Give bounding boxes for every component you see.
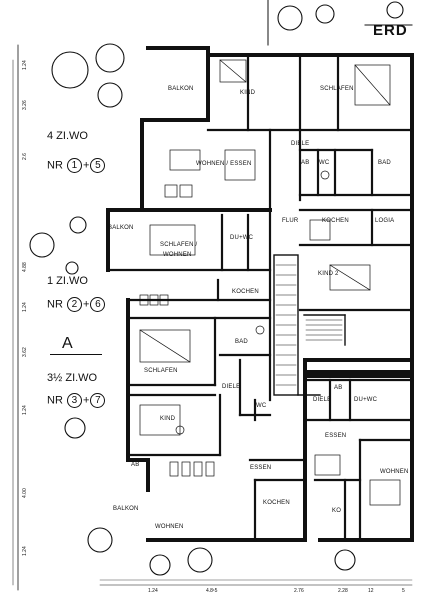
room-label: DU+WC [354,397,378,403]
room-label: WC [319,160,330,166]
unit-b-numbers: NR 2+6 [47,297,106,312]
room-label: ESSEN [325,433,347,439]
room-label: KO [332,508,342,514]
dimension-label: 1.24 [22,60,28,70]
unit-c-type: 3½ ZI.WO [47,372,98,384]
unit-a-numbers: NR 1+5 [47,158,106,173]
room-label: AB [131,462,140,468]
room-label: SCHLAFEN [144,368,178,374]
dimension-label: 1.24 [148,588,158,594]
dimension-label: 4.88 [22,262,28,272]
section-label: A [62,335,73,352]
room-label: BAD [235,339,248,345]
dimension-label: 2.6 [22,153,28,160]
unit-c-numbers: NR 3+7 [47,393,106,408]
room-label: WOHNEN [155,524,184,530]
plus-sign: + [82,298,90,311]
unit-number-badge: 2 [66,297,82,312]
room-label: WOHNEN / ESSEN [196,161,252,167]
room-label: KIND [160,416,176,422]
unit-number-badge: 1 [66,158,82,173]
room-label: BAD [378,160,391,166]
room-label: WOHNEN [163,252,192,258]
unit-number-badge: 6 [90,297,106,312]
room-label: WOHNEN [380,469,409,475]
dimension-label: 4.8¹5 [206,588,218,594]
dimension-label: 4.00 [22,488,28,498]
room-label: FLUR [282,218,299,224]
unit-c-nr: NR [47,394,63,407]
room-label: KOCHEN [263,500,290,506]
room-label: SCHLAFEN / [160,242,198,248]
room-label: AB [301,160,310,166]
section-underline [50,354,102,355]
dimension-label: 2.28 [338,588,348,594]
unit-a-label: 4 ZI.WO [47,130,88,142]
plus-sign: + [82,394,90,407]
room-label: DIELE [291,141,310,147]
room-label: SCHLAFEN [320,86,354,92]
dimension-label: 1.24 [22,302,28,312]
unit-c-label: 3½ ZI.WO [47,372,97,384]
room-label: KIND 2 [318,271,339,277]
room-label: BALKON [168,86,194,92]
unit-b-label: 1 ZI.WO [47,275,88,287]
room-label: KIND [240,90,256,96]
unit-number-badge: 7 [90,393,106,408]
dimension-label: 3.26 [22,100,28,110]
plus-sign: + [82,159,90,172]
unit-number-badge: 3 [66,393,82,408]
plan-title: ERD [373,22,408,39]
unit-b-nr: NR [47,298,63,311]
unit-a-nr: NR [47,159,63,172]
unit-b-type: 1 ZI.WO [47,275,88,287]
unit-a-type: 4 ZI.WO [47,130,88,142]
dimension-label: 1.24 [22,405,28,415]
room-label: KOCHEN [232,289,259,295]
room-label: DIELE [313,397,332,403]
dimension-label: 2.76 [294,588,304,594]
room-label: WC [256,403,267,409]
room-label: AB [334,385,343,391]
room-label: DU+WC [230,235,254,241]
room-label: BALKON [108,225,134,231]
room-label: LOGIA [375,218,395,224]
room-label: ESSEN [250,465,272,471]
room-label: KOCHEN [322,218,349,224]
room-label: BALKON [113,506,139,512]
dimension-label: 3.62 [22,347,28,357]
unit-number-badge: 5 [90,158,106,173]
dimension-label: 1.24 [22,546,28,556]
dimension-label: 12 [368,588,374,594]
room-label: DIELE [222,384,241,390]
dimension-label: 5 [402,588,405,594]
